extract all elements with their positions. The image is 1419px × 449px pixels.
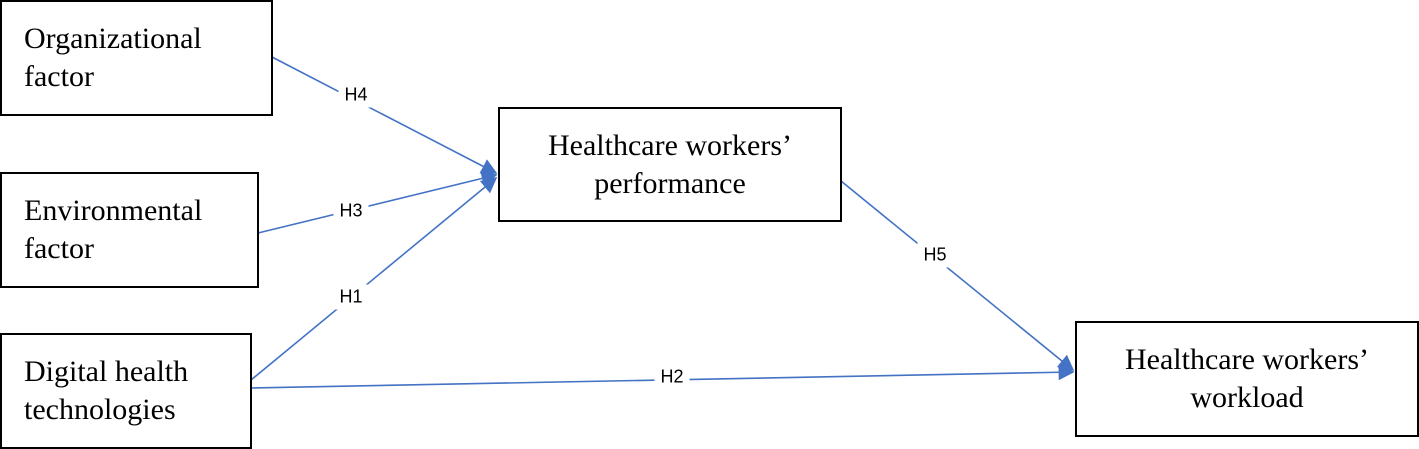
- edge-label-h1: H1: [333, 284, 369, 310]
- edge-h1-arrow: [250, 176, 498, 381]
- node-digital-health-technologies: Digital health technologies: [0, 333, 252, 449]
- node-label-line: Healthcare workers’: [547, 128, 793, 162]
- node-environmental-factor: Environmental factor: [0, 172, 259, 288]
- node-label-line: factor: [24, 232, 94, 265]
- node-label-line: Environmental: [24, 194, 203, 227]
- node-label-line: factor: [24, 60, 94, 93]
- edge-label-h5: H5: [917, 242, 953, 268]
- edge-h5-arrow: [840, 180, 1075, 372]
- node-organizational-factor: Organizational factor: [0, 0, 273, 116]
- node-label-line: Organizational: [24, 22, 202, 55]
- node-healthcare-workers-performance: Healthcare workers’ performance: [498, 107, 842, 222]
- edge-h4-arrow: [271, 56, 498, 174]
- node-label-line: Digital health: [24, 355, 189, 388]
- edge-label-h4: H4: [338, 82, 374, 108]
- node-label-line: performance: [594, 166, 746, 200]
- node-label-line: Healthcare workers’: [1124, 343, 1370, 376]
- node-label-line: workload: [1190, 381, 1304, 414]
- node-healthcare-workers-workload: Healthcare workers’ workload: [1075, 321, 1419, 437]
- node-label-line: technologies: [24, 393, 176, 426]
- edge-label-h3: H3: [333, 198, 369, 224]
- edge-label-h2: H2: [654, 364, 690, 390]
- edge-h3-arrow: [257, 170, 498, 234]
